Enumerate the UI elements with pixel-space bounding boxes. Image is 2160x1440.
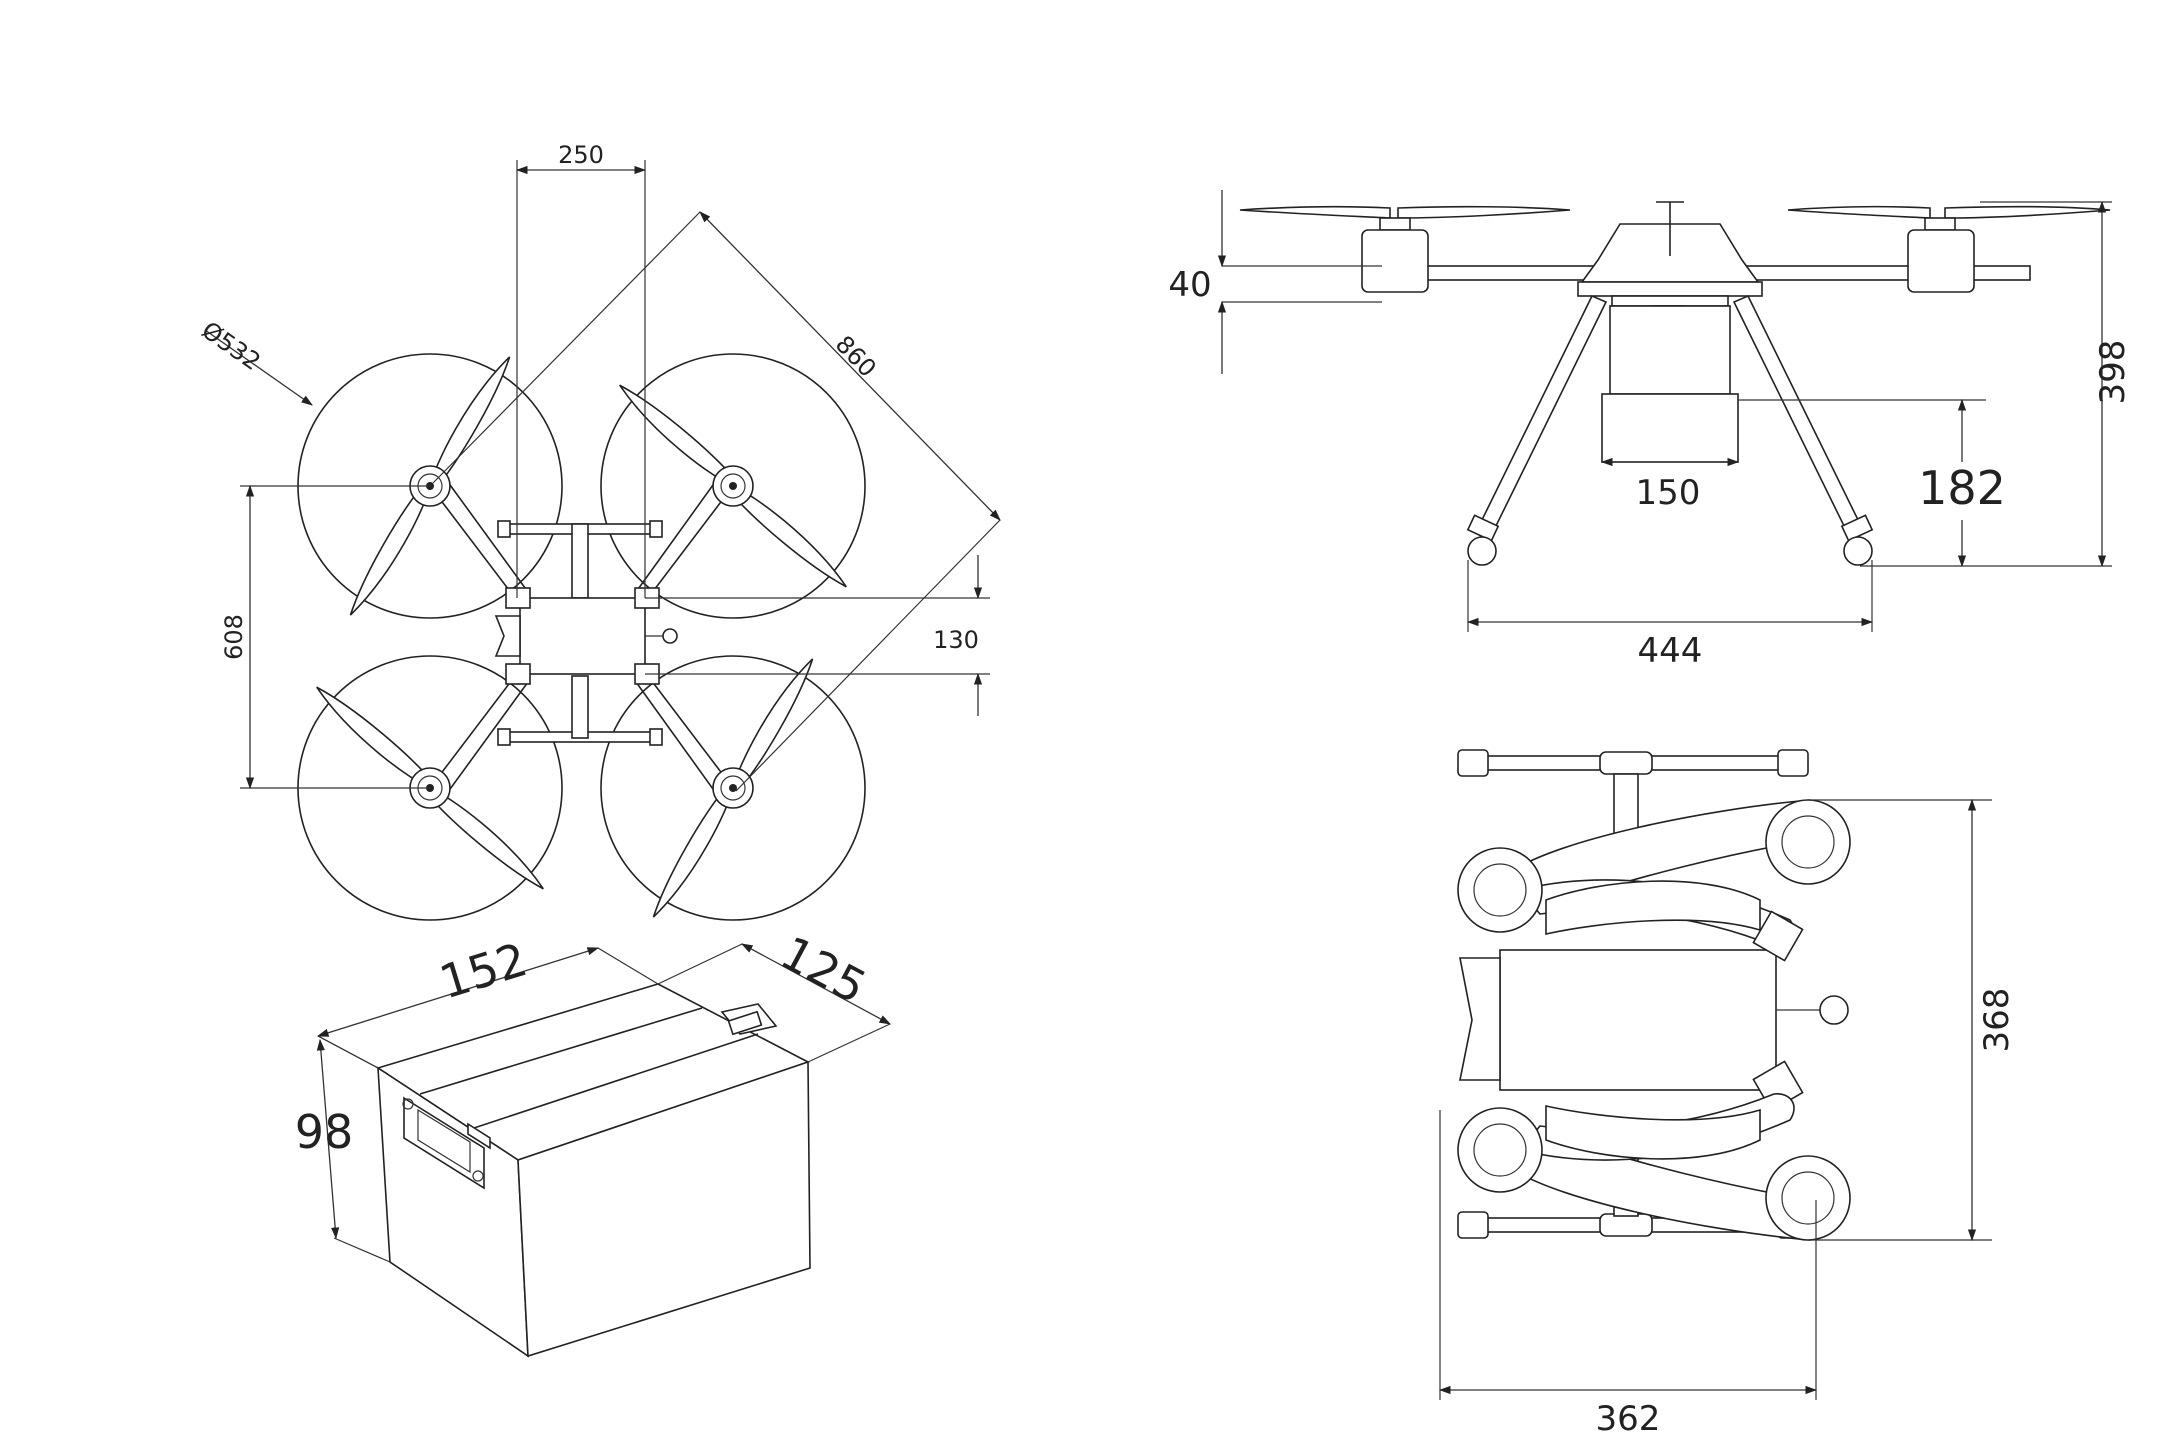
landing-skids bbox=[497, 520, 663, 746]
dim-folded-width: 362 bbox=[1438, 1110, 1818, 1439]
side-legs bbox=[1466, 294, 1874, 566]
dim-diagonal-label: 860 bbox=[830, 330, 882, 382]
side-battery bbox=[1601, 305, 1739, 463]
dim-battery-length-label: 152 bbox=[433, 932, 533, 1009]
dim-diagonal: 860 bbox=[432, 211, 1001, 792]
dim-folded-width-label: 362 bbox=[1596, 1399, 1661, 1439]
battery-box-view: 152 125 98 bbox=[295, 925, 892, 1358]
folded-view: 368 362 bbox=[1438, 749, 2017, 1439]
dim-ground-clearance-label: 182 bbox=[1918, 461, 2006, 515]
dim-battery-height-label: 98 bbox=[295, 1105, 354, 1159]
dim-prop-diameter-label: Ø532 bbox=[197, 316, 266, 376]
top-view: 250 Ø532 860 608 130 bbox=[197, 141, 1001, 921]
folded-body bbox=[1459, 910, 1849, 1112]
side-motors bbox=[1361, 217, 1975, 293]
side-propellers bbox=[1239, 205, 2111, 219]
dim-skid-width-label: 444 bbox=[1638, 631, 1703, 671]
folded-arms-bottom bbox=[1457, 1093, 1851, 1241]
dim-ground-clearance: 182 bbox=[1738, 398, 2006, 568]
dim-total-height: 398 bbox=[1860, 200, 2133, 568]
dim-body-width: 130 bbox=[645, 555, 990, 716]
dim-battery-width-label: 125 bbox=[772, 925, 875, 1014]
dim-front-rear-label: 608 bbox=[220, 614, 248, 660]
dim-battery-width-label: 150 bbox=[1636, 473, 1701, 513]
side-view: 40 398 150 182 444 bbox=[1168, 190, 2133, 671]
folded-arms-top bbox=[1457, 799, 1851, 947]
dim-battery-height: 98 bbox=[295, 1035, 391, 1263]
dim-battery-width: 150 bbox=[1600, 457, 1740, 513]
battery-connector bbox=[402, 1096, 485, 1190]
dim-skid-width: 444 bbox=[1466, 560, 1874, 671]
dim-body-width-label: 130 bbox=[933, 626, 979, 654]
dim-arm-spacing: 250 bbox=[515, 141, 647, 598]
dim-folded-length: 368 bbox=[1810, 798, 2017, 1242]
dim-arm-spacing-label: 250 bbox=[558, 141, 604, 169]
dim-folded-length-label: 368 bbox=[1977, 988, 2017, 1053]
dim-total-height-label: 398 bbox=[2093, 340, 2133, 405]
dim-prop-diameter: Ø532 bbox=[197, 316, 313, 406]
central-body bbox=[494, 587, 678, 685]
dim-motor-height: 40 bbox=[1168, 190, 1382, 374]
dim-front-rear: 608 bbox=[220, 484, 430, 790]
battery-front-face bbox=[517, 1060, 811, 1358]
prop-disc-rear-right bbox=[600, 655, 866, 921]
dim-motor-height-label: 40 bbox=[1168, 265, 1211, 305]
